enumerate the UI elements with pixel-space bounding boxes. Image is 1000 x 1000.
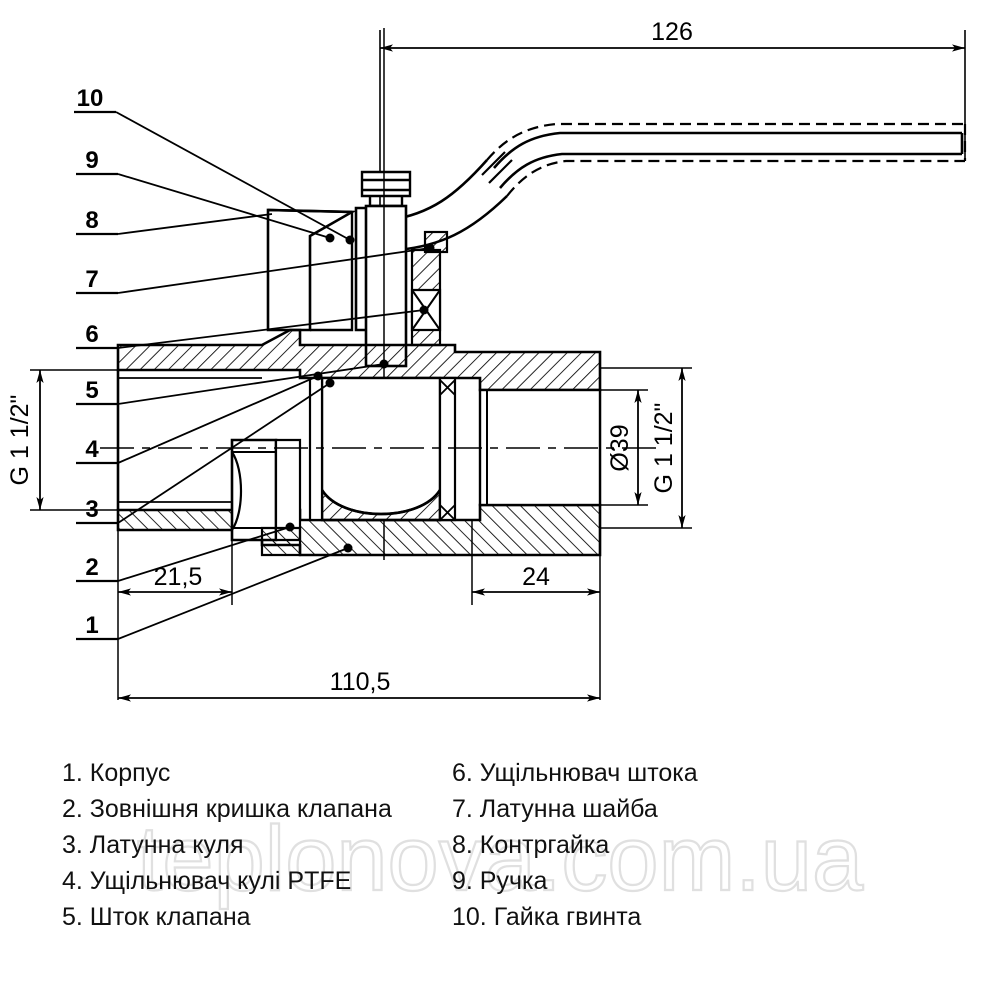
callout-labels: 10 9 8 7 6 5 4 3 2 1 [77,85,104,639]
legend-item-9: 9. Ручка [452,867,548,895]
dimension-126-label: 126 [651,18,693,46]
legend-item-2: 2. Зовнішня кришка клапана [62,795,392,823]
dimension-bore-label: Ø39 [606,424,634,471]
callout-6: 6 [85,321,98,348]
dimension-110-5: 110,5 [117,605,601,702]
dimension-left-thread: G 1 1/2" [6,369,120,511]
callout-9: 9 [85,147,98,174]
legend-item-10: 10. Гайка гвинта [452,903,642,931]
callout-2: 2 [85,554,98,581]
parts-legend: 1. Корпус 2. Зовнішня кришка клапана 3. … [0,755,1000,935]
callout-10: 10 [77,85,104,112]
callout-8: 8 [85,207,98,234]
legend-item-6: 6. Ущільнювач штока [452,759,698,787]
dimension-right-thread-label: G 1 1/2" [650,403,678,494]
legend-item-4: 4. Ущільнювач кулі PTFE [62,867,352,895]
callout-5: 5 [85,377,98,404]
legend-item-1: 1. Корпус [62,759,171,787]
screw-nut [360,170,412,208]
valve-body [100,328,660,557]
dimension-right-thread: G 1 1/2" [600,367,692,529]
callout-7: 7 [85,266,98,293]
dimension-24: 24 [471,520,601,605]
dimension-left-thread-label: G 1 1/2" [6,395,34,486]
legend-item-7: 7. Латунна шайба [452,795,658,823]
dimension-110-5-label: 110,5 [330,668,391,696]
callout-4: 4 [85,436,99,463]
legend-item-5: 5. Шток клапана [62,903,251,931]
callout-1: 1 [85,612,98,639]
legend-column-right: 6. Ущільнювач штока 7. Латунна шайба 8. … [452,755,698,935]
dimension-bore: Ø39 [600,389,648,506]
dimension-126: 126 [379,18,966,250]
legend-item-3: 3. Латунна куля [62,831,244,859]
legend-item-8: 8. Контргайка [452,831,610,859]
callout-leaders [74,110,435,641]
legend-column-left: 1. Корпус 2. Зовнішня кришка клапана 3. … [62,755,392,935]
callout-3: 3 [85,496,98,523]
dimension-24-label: 24 [522,563,550,591]
